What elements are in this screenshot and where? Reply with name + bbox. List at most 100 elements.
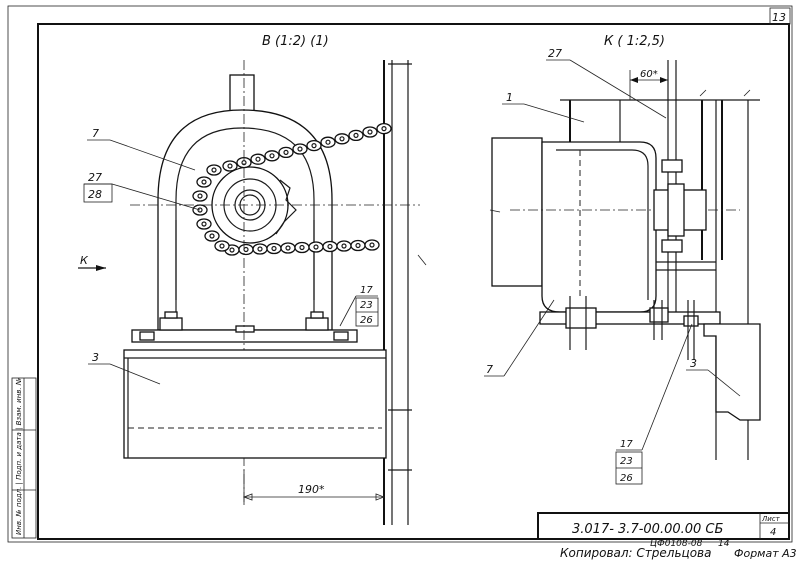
- svg-text:3: 3: [92, 351, 99, 364]
- chain-link: [280, 242, 296, 254]
- chain-pin: [227, 163, 233, 169]
- callout-27-right: 27: [546, 47, 667, 119]
- svg-text:27: 27: [88, 171, 102, 184]
- chain-pin: [201, 221, 207, 227]
- chain-link: [214, 240, 230, 252]
- chain-pin: [341, 243, 347, 249]
- order-number: ЦФ0108-08: [650, 539, 703, 549]
- chain-link: [206, 164, 222, 176]
- view-arrow-k: К: [78, 254, 106, 271]
- chain-link: [266, 242, 282, 255]
- callout-17-23-26-right: 17 23 26: [615, 323, 693, 485]
- chain-pin: [369, 242, 375, 248]
- chain-link: [348, 129, 364, 142]
- svg-text:26: 26: [360, 315, 373, 326]
- chain-pin: [299, 244, 305, 251]
- chain-link: [196, 176, 212, 188]
- housing-side: [541, 141, 657, 313]
- chain-pin: [197, 193, 203, 199]
- dimension-60: 60*: [629, 69, 668, 100]
- chain-pin: [255, 156, 261, 162]
- chain-pin: [211, 167, 217, 173]
- svg-text:28: 28: [88, 188, 102, 201]
- channel-beam-right: [703, 323, 761, 421]
- svg-text:17: 17: [360, 285, 373, 296]
- dimension-190: 190*: [242, 470, 386, 505]
- callout-1-right: 1: [502, 91, 585, 123]
- chain-pin: [313, 244, 319, 250]
- order-suffix: 14: [718, 539, 730, 549]
- chain-pin: [219, 243, 225, 249]
- chain-link: [204, 230, 220, 242]
- chain-pin: [327, 243, 333, 250]
- chain-link: [252, 243, 268, 255]
- callout-3-left: 3: [88, 351, 161, 385]
- chain-pin: [197, 207, 203, 213]
- chain-link: [196, 218, 212, 230]
- chain-pin: [339, 136, 345, 142]
- dim-60-text: 60*: [640, 69, 658, 80]
- chain-link: [278, 146, 294, 159]
- svg-text:23: 23: [360, 300, 373, 311]
- chain-link: [376, 122, 392, 135]
- svg-text:3: 3: [690, 357, 697, 370]
- chain-link: [336, 240, 352, 252]
- svg-text:27: 27: [548, 47, 562, 60]
- chain-pin: [297, 146, 303, 152]
- callout-7-left: 7: [87, 127, 196, 171]
- svg-text:23: 23: [620, 456, 633, 467]
- svg-text:26: 26: [620, 473, 633, 484]
- chain-pin: [355, 242, 361, 249]
- chain-pin: [269, 153, 275, 159]
- chain-link: [320, 136, 336, 148]
- chain-link: [238, 243, 254, 256]
- chain-pin: [201, 179, 207, 185]
- chain-pin: [381, 126, 387, 132]
- svg-text:7: 7: [92, 127, 99, 140]
- chain-pin: [325, 139, 331, 145]
- list-number: 4: [770, 527, 776, 538]
- left-strip-text: Инв. № подл. | Подп. и дата | Взам. инв.…: [15, 378, 23, 535]
- chain-pin: [257, 246, 263, 252]
- lower-block: [123, 349, 387, 459]
- callout-17-23-26-left: 17 23 26: [339, 285, 379, 327]
- sheet-number-box: [769, 7, 791, 25]
- chain-pin: [353, 132, 359, 138]
- callout-27-28-left: 27 28: [83, 171, 201, 211]
- chain-link: [192, 190, 208, 202]
- copied-by: Копировал: Стрельцова: [560, 546, 711, 560]
- chain-pin: [229, 247, 235, 253]
- dim-190-text: 190*: [298, 483, 325, 496]
- chain-link: [264, 150, 280, 162]
- svg-text:7: 7: [486, 363, 493, 376]
- callout-7-right: 7: [484, 299, 555, 377]
- chain-link: [322, 240, 338, 253]
- inner-frame: [37, 23, 790, 540]
- chain-link: [350, 239, 366, 252]
- chain-pin: [367, 129, 373, 135]
- chain-pin: [285, 245, 291, 251]
- list-label: Лист: [761, 515, 781, 523]
- bolts-base: [139, 311, 349, 341]
- view-k-title: К ( 1:2,5): [604, 34, 665, 49]
- chain-link: [222, 160, 238, 172]
- sheet-number: 13: [772, 11, 786, 24]
- view-direction-letter: К: [80, 254, 89, 267]
- chain-link: [334, 133, 350, 145]
- chain-link: [292, 143, 308, 155]
- shaft-right: [653, 60, 707, 320]
- chain-link: [306, 139, 322, 152]
- svg-text:17: 17: [620, 439, 633, 450]
- svg-text:1: 1: [506, 91, 513, 104]
- chain-link: [362, 126, 378, 138]
- title-block: 3.017- 3.7-00.00.00 СБ Лист 4: [537, 512, 790, 540]
- top-block: [229, 74, 255, 116]
- chain-link: [294, 241, 310, 254]
- outer-frame: [7, 5, 793, 543]
- document-code: 3.017- 3.7-00.00.00 СБ: [572, 522, 724, 537]
- chain-link: [308, 241, 324, 253]
- view-b-title: В (1:2) (1): [262, 34, 329, 49]
- chain-link: [364, 239, 380, 251]
- callout-3-right: 3: [686, 357, 741, 397]
